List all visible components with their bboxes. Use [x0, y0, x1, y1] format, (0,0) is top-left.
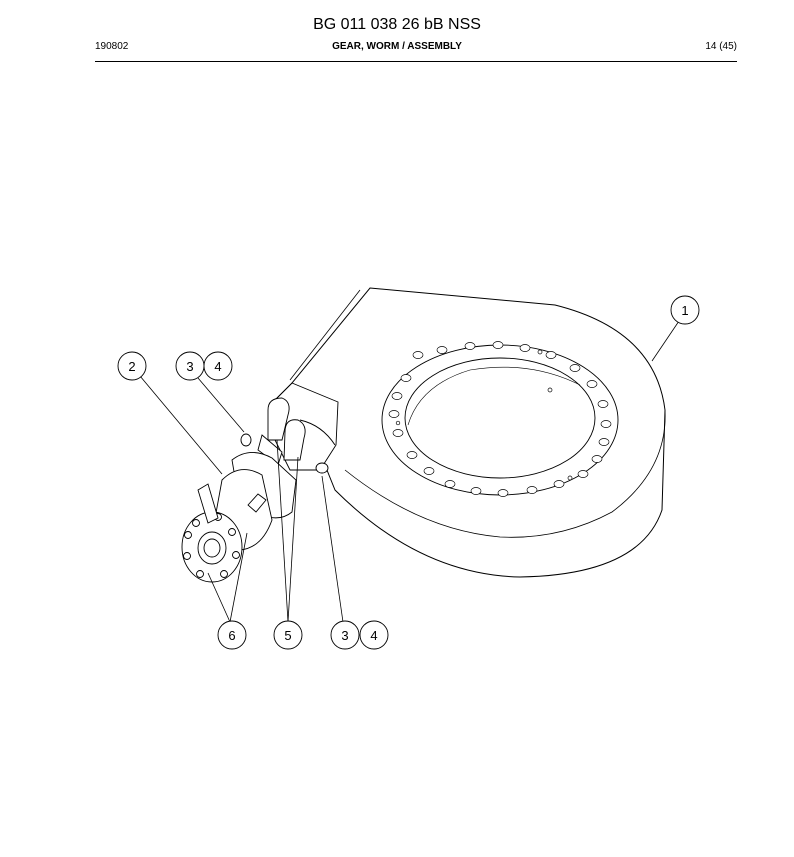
callout-label: 3	[186, 359, 193, 374]
callout-1: 1	[670, 295, 700, 325]
callout-2: 2	[117, 351, 147, 381]
callout-label: 4	[370, 628, 377, 643]
callout-label: 6	[228, 628, 235, 643]
header-rule	[95, 61, 737, 62]
callout-label: 2	[128, 359, 135, 374]
document-title: BG 011 038 26 bB NSS	[313, 16, 481, 33]
page-number: 14 (45)	[705, 41, 737, 52]
callout-4-bottom: 4	[359, 620, 389, 650]
callout-label: 1	[681, 303, 688, 318]
document-date-code: 190802	[95, 41, 129, 52]
callout-3-bottom: 3	[330, 620, 360, 650]
gear-housing	[289, 287, 666, 578]
bolt-holes	[388, 341, 612, 497]
callout-4-top: 4	[203, 351, 233, 381]
callout-6: 6	[217, 620, 247, 650]
callout-5: 5	[273, 620, 303, 650]
callout-label: 5	[284, 628, 291, 643]
document-subtitle: GEAR, WORM / ASSEMBLY	[332, 41, 462, 52]
leader-lines	[139, 320, 680, 623]
callout-label: 4	[214, 359, 221, 374]
callout-label: 3	[341, 628, 348, 643]
hydraulic-motor	[181, 452, 297, 583]
callout-3-top: 3	[175, 351, 205, 381]
